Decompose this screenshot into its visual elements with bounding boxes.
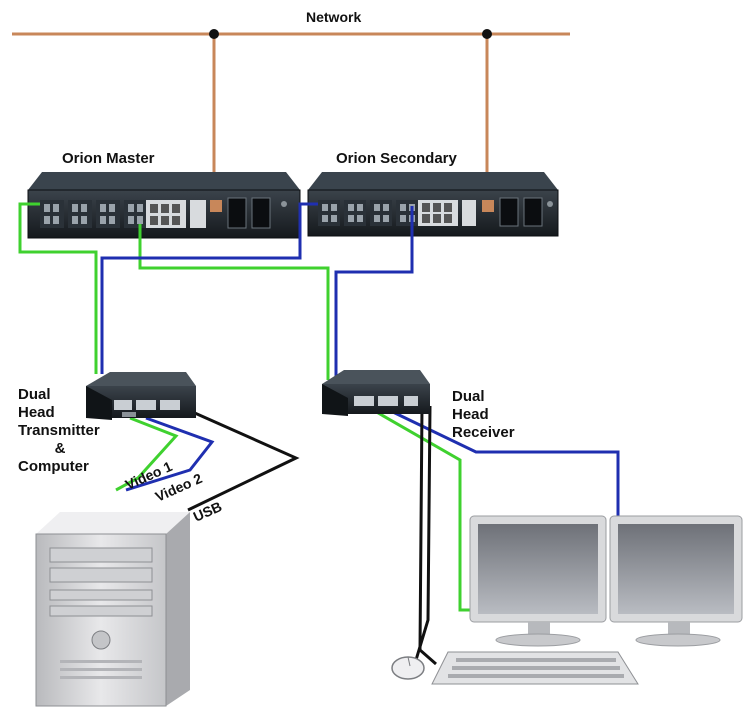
orion-master-label: Orion Master — [62, 150, 155, 167]
usb-label: USB — [191, 498, 225, 525]
transmitter-unit — [86, 372, 196, 420]
black-cables — [187, 405, 437, 666]
receiver-label: Dual Head Receiver — [452, 388, 515, 441]
transmitter-label: Dual Head Transmitter & Computer — [18, 386, 100, 475]
switch-ports-icon — [40, 200, 206, 228]
computer-tower-icon — [35, 512, 190, 707]
receiver-unit — [322, 370, 430, 416]
blue-cables — [100, 202, 620, 520]
keyboard-icon — [431, 651, 639, 685]
network-label: Network — [306, 9, 362, 25]
monitor-right-icon — [609, 515, 743, 647]
orion-master-switch — [27, 172, 301, 239]
monitor-left-icon — [469, 515, 607, 647]
orion-secondary-label: Orion Secondary — [336, 150, 457, 167]
mouse-icon — [391, 656, 425, 680]
green-cables — [18, 202, 478, 612]
orion-secondary-switch — [307, 172, 559, 237]
